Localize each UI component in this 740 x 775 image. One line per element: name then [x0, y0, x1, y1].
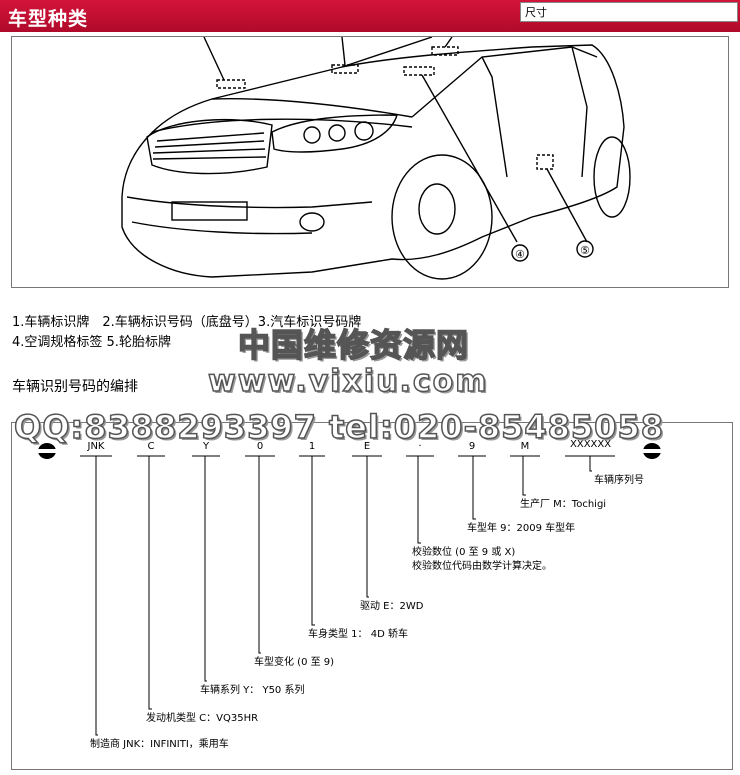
watermark-line-3: QQ:8388293397 tel:020-85485058	[13, 407, 664, 447]
label-manufacturer: 制造商 JNK：INFINITI，乘用车	[90, 739, 229, 750]
vin-code-3: Y	[202, 441, 210, 452]
vin-code-4: 0	[256, 441, 264, 452]
vin-code-2: C	[147, 441, 155, 452]
legend-line-1: 1.车辆标识牌 2.车辆标识号码（底盘号）3.汽车标识号码牌	[12, 315, 362, 330]
watermark-line-1: 中国维修资源网	[237, 325, 470, 365]
watermark-line-2: www.vixiu.com	[207, 363, 489, 400]
label-engine-type: 发动机类型 C：VQ35HR	[146, 713, 259, 724]
vin-code-9: M	[520, 441, 530, 452]
label-vehicle-series: 车辆系列 Y： Y50 系列	[200, 685, 305, 696]
vin-diagram: JNK C Y 0 1 E · 9 M XXXXXX 车辆序列号 生产厂 M：T…	[11, 422, 733, 770]
callout-5: ⑤	[580, 244, 590, 257]
label-check-digit-note: 校验数位代码由数学计算决定。	[412, 561, 552, 572]
car-illustration-panel: ④ ⑤	[11, 36, 729, 288]
page-title: 车型种类	[8, 8, 89, 30]
vin-code-8: 9	[468, 441, 476, 452]
label-check-digit: 校验数位 (0 至 9 或 X)	[412, 547, 516, 558]
label-serial: 车辆序列号	[594, 475, 644, 486]
size-field[interactable]: 尺寸	[520, 2, 738, 22]
car-illustration: ④ ⑤	[121, 36, 631, 280]
label-plant: 生产厂 M：Tochigi	[520, 499, 607, 510]
vin-code-7: ·	[418, 441, 422, 452]
title-bar: 车型种类 尺寸	[0, 0, 740, 32]
label-body-type: 车身类型 1： 4D 轿车	[308, 629, 408, 640]
vin-code-10: XXXXXX	[570, 439, 612, 450]
vin-code-5: 1	[308, 441, 316, 452]
callout-4: ④	[515, 248, 525, 261]
label-model-variation: 车型变化 (0 至 9)	[254, 657, 335, 668]
legend-line-2: 4.空调规格标签 5.轮胎标牌	[12, 335, 171, 350]
vin-code-1: JNK	[87, 441, 105, 452]
label-drive: 驱动 E：2WD	[360, 601, 424, 612]
section-heading: 车辆识别号码的编排	[12, 379, 138, 395]
label-model-year: 车型年 9：2009 车型年	[467, 523, 576, 534]
vin-lines	[38, 443, 661, 736]
vin-code-6: E	[363, 441, 371, 452]
